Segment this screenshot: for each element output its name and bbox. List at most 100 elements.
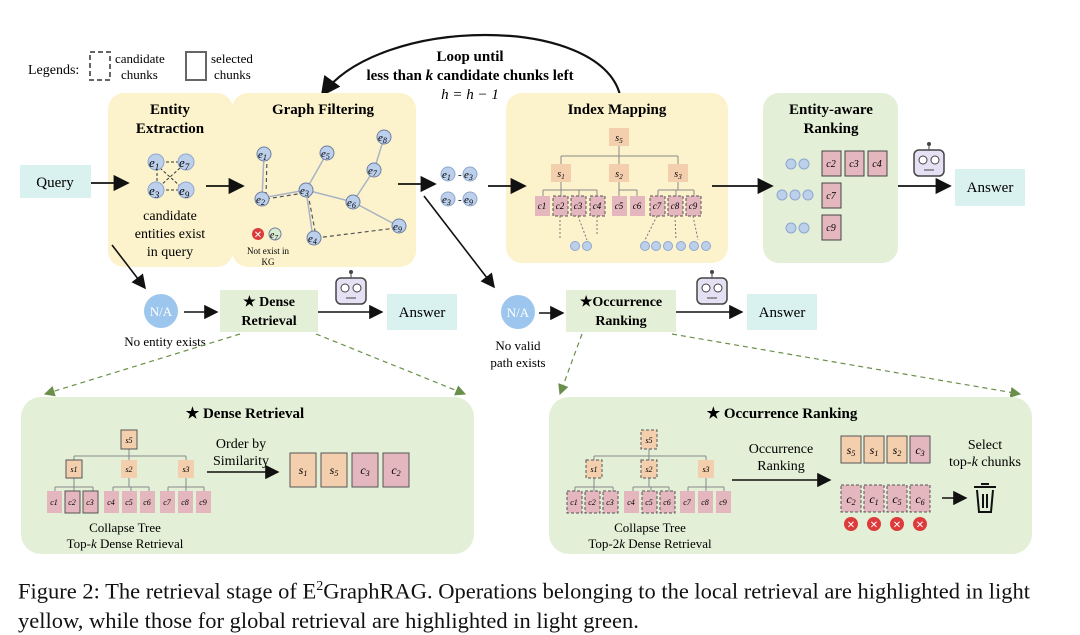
answer-box-top: Answer [955,169,1025,206]
answer-box-occurrence: Answer [747,294,817,330]
svg-text:c4: c4 [593,201,602,211]
svg-text:s1: s1 [299,463,308,478]
legend-candidate-line2: chunks [121,67,158,82]
svg-text:e3: e3 [149,183,160,200]
svg-text:c2: c2 [826,159,835,170]
svg-text:s1: s1 [590,465,597,474]
occ-panel-title: ★ Occurrence Ranking [707,406,858,422]
figure-caption: Figure 2: The retrieval stage of E2Graph… [18,578,1030,633]
select-line1: Select [968,438,1002,453]
svg-text:c7: c7 [163,498,172,507]
svg-text:c7: c7 [653,201,662,211]
legend-candidate-line1: candidate [115,51,165,66]
query-box: Query [20,165,91,198]
svg-text:e3: e3 [464,169,473,182]
answer-box-dense: Answer [387,294,457,330]
svg-text:e4: e4 [308,233,317,246]
svg-text:Answer: Answer [399,305,446,321]
svg-text:-: - [458,194,462,206]
dense-panel-title: ★ Dense Retrieval [186,406,304,422]
entity-extraction-stage: Entity Extraction e1 e7 e3 e9 candidate … [135,102,205,260]
entity-aware-ranking-stage: Entity-aware Ranking c2 c3 c4 c7 c9 [776,102,888,241]
svg-text:N/A: N/A [150,304,173,319]
svg-text:s5: s5 [847,443,856,458]
svg-text:c7: c7 [683,498,692,507]
svg-text:s2: s2 [893,443,902,458]
occ-footer-2: Top-2k Dense Retrieval [588,536,712,551]
robot-icon [913,142,945,177]
svg-text:e9: e9 [464,194,473,207]
index-chunks: c1 c2 c3 c4 c5 c6 c7 c8 c9 [535,195,702,217]
na-badge-left: N/A [144,294,178,328]
graph-node-e5: e5 [319,145,335,161]
svg-text:s2: s2 [125,465,132,474]
not-exist-marker: ✕ e7 Not exist in KG [247,227,289,267]
graph-node-e7: e7 [366,162,382,178]
no-entity-text: No entity exists [124,334,206,349]
svg-text:e9: e9 [393,221,402,234]
svg-text:c2: c2 [846,492,855,507]
svg-text:e9: e9 [179,183,190,200]
svg-text:s2: s2 [645,465,652,474]
svg-text:c2: c2 [68,498,76,507]
filtered-entities: e1 - e3 e3 - e9 [440,166,478,207]
graph-node-e9: e9 [391,218,407,234]
svg-text:c4: c4 [107,498,115,507]
svg-text:✕: ✕ [847,520,855,531]
svg-text:c4: c4 [627,498,635,507]
index-mapping-stage: Index Mapping s5 s1 s2 s3 c1 c2 c3 c4 c5… [535,102,711,251]
entity-node-e3: e3 [147,181,165,200]
svg-text:★Occurrence: ★Occurrence [580,294,662,310]
legend-selected-line2: chunks [214,67,251,82]
svg-text:e6: e6 [347,197,356,210]
svg-text:e7: e7 [270,230,278,242]
svg-text:c9: c9 [826,223,835,234]
occurrence-ranking-box: ★Occurrence Ranking [566,290,676,332]
svg-text:c6: c6 [143,498,151,507]
svg-text:s1: s1 [70,465,77,474]
svg-text:s2: s2 [615,169,623,181]
svg-text:Ranking: Ranking [595,314,646,329]
select-line2: top-k chunks [949,455,1021,470]
entity-node-e9: e9 [177,181,195,200]
legend-selected-line1: selected [211,51,253,66]
svg-text:c3: c3 [606,498,614,507]
svg-text:c2: c2 [588,498,596,507]
svg-text:e8: e8 [378,132,387,145]
svg-text:s3: s3 [182,465,189,474]
svg-text:s5: s5 [645,436,652,445]
svg-text:c9: c9 [199,498,207,507]
svg-text:c1: c1 [50,498,58,507]
x-mark-icon [252,228,264,240]
svg-text:✕: ✕ [893,520,901,531]
svg-text:c5: c5 [645,498,653,507]
ear-title-1: Entity-aware [789,102,873,118]
legend-label: Legends: [28,63,79,78]
entity-node-e7: e7 [177,153,195,172]
svg-text:c4: c4 [872,159,881,170]
svg-text:c3: c3 [849,159,858,170]
svg-text:s1: s1 [870,443,879,458]
svg-text:c8: c8 [671,201,680,211]
svg-text:c6: c6 [915,492,924,507]
svg-text:N/A: N/A [507,305,530,320]
graph-node-e2: e2 [254,191,270,207]
entity-extraction-panel [108,93,233,267]
legend: Legends: candidate chunks selected chunk… [28,51,253,82]
svg-text:Answer: Answer [759,305,806,321]
svg-text:s3: s3 [702,465,709,474]
svg-text:c8: c8 [181,498,189,507]
graph-node-e6: e6 [345,194,361,210]
svg-text:e1: e1 [149,155,159,172]
svg-text:e7: e7 [368,165,378,178]
loop-arc [320,34,622,97]
ear-title-2: Ranking [803,121,859,137]
svg-text:e1: e1 [442,169,451,182]
svg-text:c1: c1 [538,201,547,211]
svg-text:c3: c3 [86,498,94,507]
order-line1: Order by [216,437,266,452]
dense-footer-1: Collapse Tree [89,520,161,535]
robot-icon [696,270,728,305]
order-line2: Similarity [213,454,269,469]
entity-caption-2: entities exist [135,227,205,242]
